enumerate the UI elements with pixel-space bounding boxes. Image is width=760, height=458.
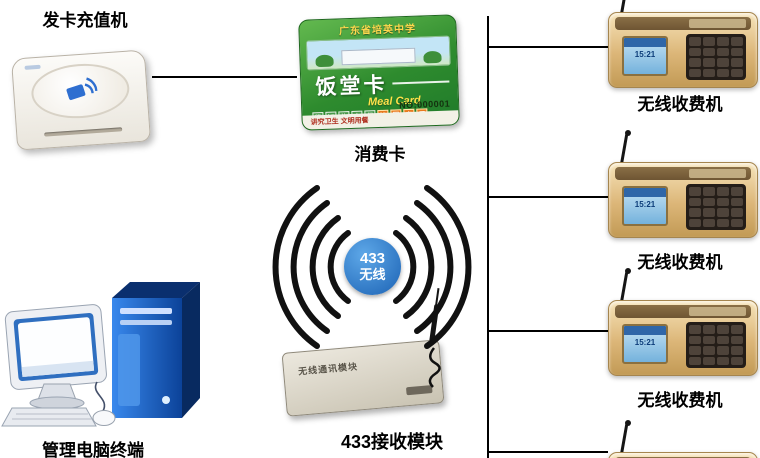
pos-top-panel (615, 305, 751, 318)
pos-antenna-tip (625, 130, 631, 136)
photo-tree-left (315, 54, 334, 68)
computer-label: 管理电脑终端 (42, 441, 144, 458)
pos-lcd-time: 15:21 (634, 338, 656, 347)
computer-mouse (92, 381, 116, 426)
pos-antenna (620, 272, 629, 303)
wireless-pos-terminal-1: 15:21 (608, 0, 758, 88)
wireless-pos-terminal-4 (608, 420, 758, 458)
connector-vertical-bus (487, 16, 489, 458)
card-title-rule (392, 80, 450, 85)
card-number: NO:000001 (398, 98, 451, 111)
computer-tower (112, 282, 200, 418)
contactless-card-icon (66, 77, 98, 101)
pos-lcd-time: 15:21 (634, 200, 656, 209)
photo-tree-right (423, 50, 442, 64)
pos-lcd-screen: 15:21 (622, 186, 668, 226)
connector-stub-pos3 (487, 330, 608, 332)
meal-card: 广东省培英中学 饭堂卡 Meal Card 德知礼中餐 校园专用 NO:0000… (298, 14, 460, 131)
module-box-port (405, 385, 433, 396)
connector-reader-card (152, 76, 297, 78)
module-box-text: 无线通讯模块 (297, 361, 359, 377)
pos-lcd-time: 15:21 (634, 50, 656, 59)
radio-wireless-text: 无线 (359, 267, 386, 282)
module-label: 433接收模块 (340, 432, 444, 452)
pos-lcd-header (624, 326, 666, 335)
reader-led (24, 64, 41, 70)
computer-monitor (4, 304, 107, 390)
pos-top-panel (615, 17, 751, 30)
reader-card-slot (44, 127, 123, 137)
pos-top-panel (615, 167, 751, 180)
pos-keypad (686, 184, 746, 230)
pos-lcd-screen: 15:21 (622, 36, 668, 76)
wireless-pos-label-1: 无线收费机 (637, 95, 723, 114)
issuer-label: 发卡充值机 (42, 11, 128, 30)
pos-body: 15:21 (608, 162, 758, 238)
radio-433-text: 433 (359, 250, 386, 267)
pos-lcd-screen: 15:21 (622, 324, 668, 364)
pos-antenna (620, 424, 629, 455)
pos-antenna-tip (625, 420, 631, 426)
card-notice-text: 讲究卫生 文明用餐 (310, 117, 369, 127)
pos-top-display (688, 19, 746, 28)
pos-antenna (620, 134, 629, 165)
computer-art (1, 282, 200, 427)
consumer-card-label: 消费卡 (354, 145, 406, 164)
wireless-pos-label-2: 无线收费机 (637, 253, 723, 272)
pos-lcd-header (624, 38, 666, 47)
pos-antenna-tip (625, 268, 631, 274)
pos-body: 15:21 (608, 300, 758, 376)
wireless-pos-terminal-3: 15:21 (608, 268, 758, 376)
card-reader-device (10, 49, 152, 151)
pos-keypad (686, 34, 746, 80)
module-box: 无线通讯模块 (281, 339, 445, 417)
pos-top-display (688, 307, 746, 316)
connector-stub-pos1 (487, 46, 608, 48)
photo-school-building (341, 47, 416, 66)
connector-stub-pos4 (487, 451, 608, 453)
pos-body (608, 452, 758, 458)
pos-keypad (686, 322, 746, 368)
pos-top-display (688, 169, 746, 178)
pos-body: 15:21 (608, 12, 758, 88)
radio-433-badge: 433 无线 (344, 238, 401, 295)
computer-keyboard (1, 407, 97, 427)
wireless-pos-label-3: 无线收费机 (637, 391, 723, 410)
connector-stub-pos2 (487, 196, 608, 198)
wireless-pos-terminal-2: 15:21 (608, 130, 758, 238)
pos-lcd-header (624, 188, 666, 197)
receiver-module: 无线通讯模块 (281, 288, 462, 431)
card-school-photo (305, 35, 451, 71)
reader-antenna-pad (29, 60, 132, 122)
monitor-stand (37, 383, 77, 401)
monitor-base (29, 396, 85, 410)
